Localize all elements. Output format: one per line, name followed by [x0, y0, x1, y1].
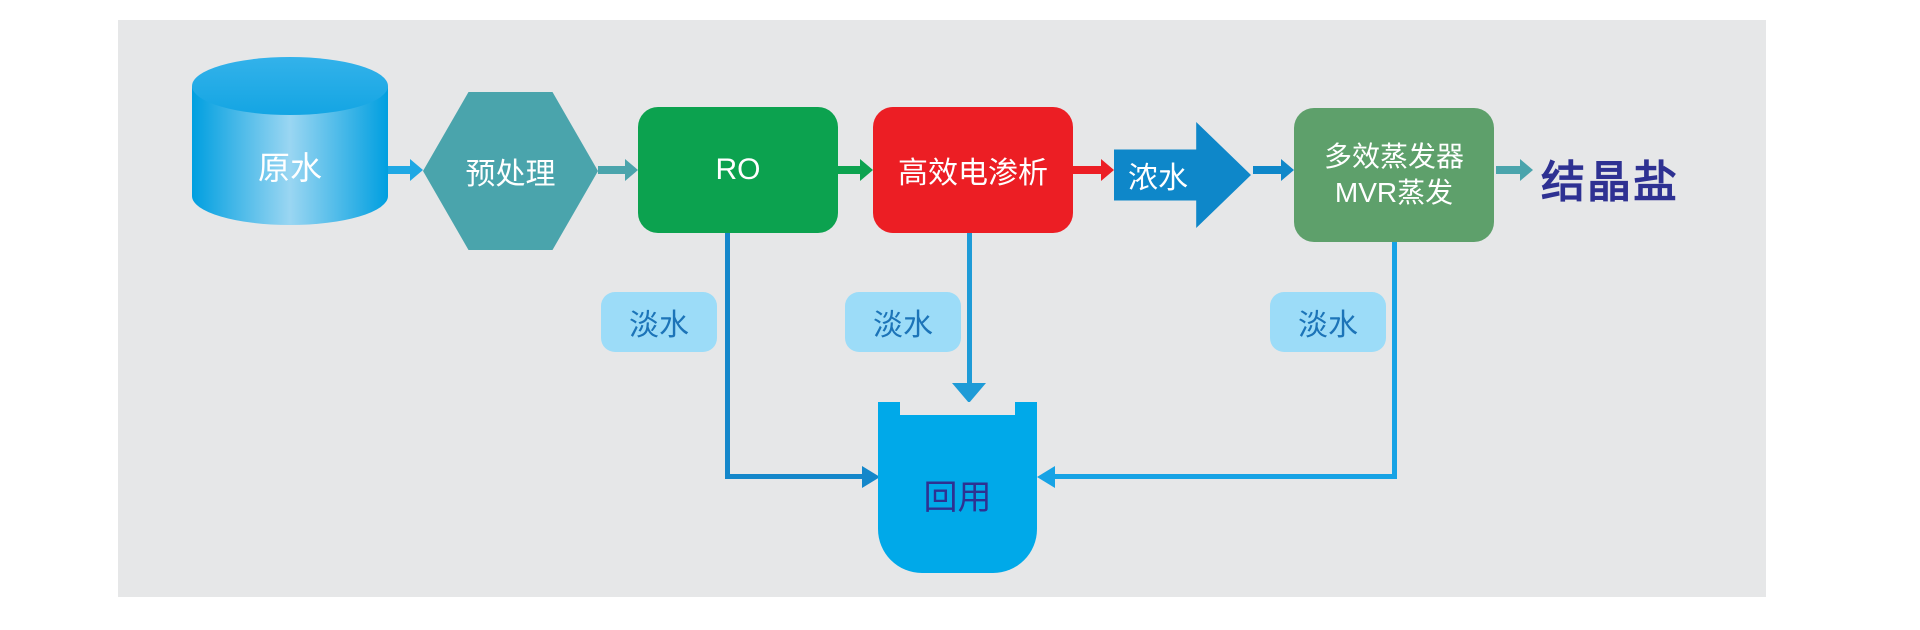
pretreatment-label: 预处理	[465, 158, 556, 191]
arrow-shaft	[1073, 166, 1101, 174]
raw-water-tank-shape: 原水	[192, 57, 388, 253]
evaporator-drain-arrow-head-icon	[1037, 466, 1055, 488]
fresh-water-label-3: 淡水	[1298, 309, 1358, 342]
ro-drain-line-vertical	[725, 233, 730, 478]
cylinder-top-ellipse	[192, 57, 388, 115]
fresh-water-label-1: 淡水	[629, 309, 689, 342]
arrow-shaft	[1496, 166, 1520, 174]
concentrate-label: 浓水	[1128, 162, 1188, 195]
electrodialysis-box: 高效电渗析	[873, 107, 1073, 233]
arrow-shaft	[598, 166, 625, 174]
electrodialysis-drain-line-vertical	[967, 233, 972, 384]
raw-water-label: 原水	[257, 150, 322, 186]
tank-opening-notch	[900, 402, 1015, 415]
fresh-water-badge-3: 淡水	[1270, 292, 1386, 352]
arrow-pretreatment-to-ro	[598, 159, 638, 181]
electrodialysis-label: 高效电渗析	[898, 157, 1048, 190]
reuse-label: 回用	[923, 479, 992, 517]
arrow-evaporator-to-salt	[1496, 159, 1533, 181]
fresh-water-badge-1: 淡水	[601, 292, 717, 352]
arrow-head-icon	[1520, 159, 1533, 181]
arrow-shaft	[838, 166, 860, 174]
evaporator-label-line1: 多效蒸发器	[1323, 140, 1464, 172]
arrow-head-icon	[1101, 159, 1114, 181]
arrow-concentrate-to-evaporator	[1253, 159, 1294, 181]
evaporator-drain-line-vertical	[1392, 242, 1397, 478]
arrow-ro-to-electrodialysis	[838, 159, 873, 181]
electrodialysis-drain-arrow-head-icon	[952, 383, 986, 403]
arrow-head-icon	[860, 159, 873, 181]
fresh-water-badge-2: 淡水	[845, 292, 961, 352]
crystal-salt-label: 结晶盐	[1541, 158, 1679, 207]
arrow-raw-to-pretreatment	[388, 159, 423, 181]
ro-label: RO	[715, 153, 761, 186]
arrow-head-icon	[1281, 159, 1294, 181]
ro-box: RO	[638, 107, 838, 233]
arrow-shaft	[388, 166, 410, 174]
arrow-electrodialysis-to-concentrate	[1073, 159, 1114, 181]
arrow-head-icon	[410, 159, 423, 181]
fresh-water-label-2: 淡水	[873, 309, 933, 342]
ro-drain-line-horizontal	[725, 474, 862, 479]
arrow-head-icon	[625, 159, 638, 181]
reuse-tank-shape: 回用	[878, 402, 1037, 573]
evaporator-box: 多效蒸发器 MVR蒸发	[1294, 108, 1494, 242]
evaporator-drain-line-horizontal	[1055, 474, 1397, 479]
arrow-shaft	[1253, 166, 1281, 174]
ro-drain-arrow-head-icon	[862, 466, 880, 488]
evaporator-label-line2: MVR蒸发	[1334, 177, 1454, 208]
